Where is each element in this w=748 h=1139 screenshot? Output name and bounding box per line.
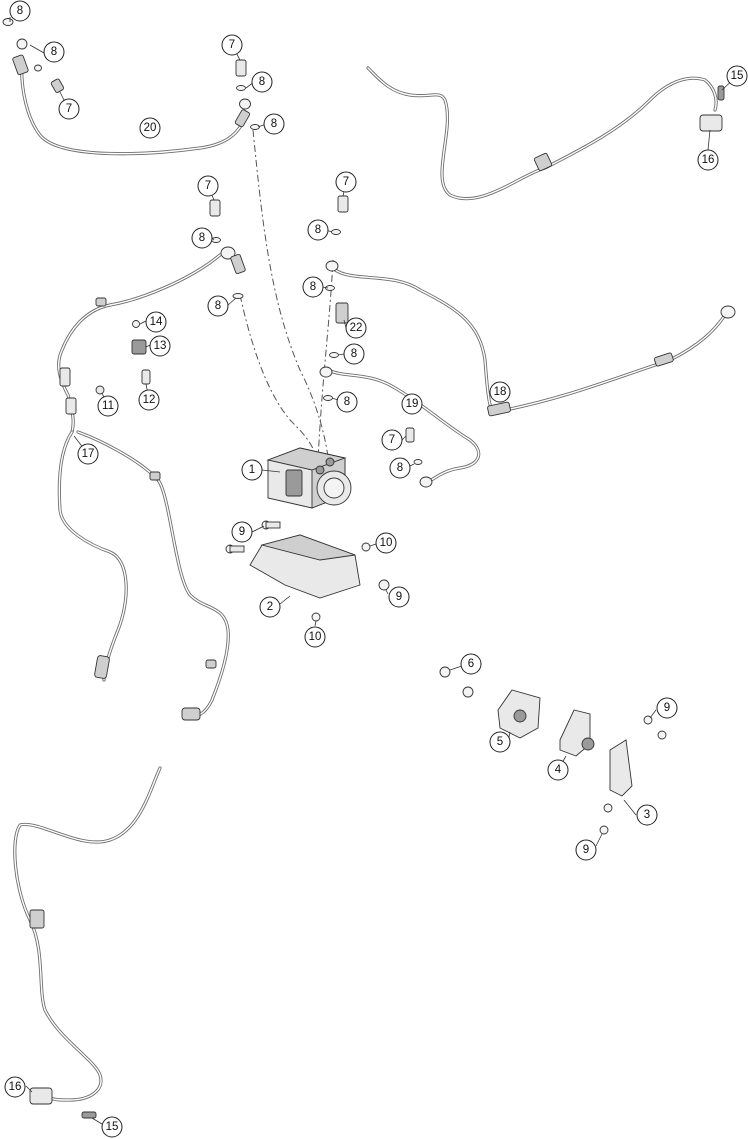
brake-line-18 (328, 263, 736, 417)
svg-text:12: 12 (143, 394, 156, 406)
callout-9: 9 (388, 586, 410, 608)
callouts: 8 8 7 20 7 8 8 15 16 7 8 8 7 8 8 14 13 1… (4, 0, 748, 1138)
svg-text:10: 10 (309, 631, 322, 643)
svg-text:16: 16 (702, 154, 715, 166)
callout-3: 3 (636, 804, 658, 826)
svg-text:9: 9 (239, 526, 245, 538)
fittings-center-stack (209, 195, 349, 401)
brake-line-20 (12, 54, 251, 156)
svg-text:9: 9 (396, 591, 402, 603)
wheel-speed-sensor-cable-front (366, 66, 725, 201)
callout-5: 5 (489, 731, 511, 753)
abs-unit (266, 447, 352, 509)
dash-routes (239, 129, 334, 471)
callout-9: 9 (231, 521, 253, 543)
callout-6: 6 (460, 653, 482, 675)
svg-text:14: 14 (150, 316, 163, 328)
svg-text:16: 16 (9, 1081, 22, 1093)
svg-text:8: 8 (351, 348, 357, 360)
callout-17: 17 (77, 443, 99, 465)
svg-text:5: 5 (497, 736, 503, 748)
svg-text:1: 1 (249, 464, 255, 476)
sensor-bracket-assembly (439, 666, 667, 835)
svg-text:8: 8 (397, 462, 403, 474)
svg-text:18: 18 (494, 386, 507, 398)
callout-8: 8 (343, 343, 365, 365)
svg-text:22: 22 (350, 322, 363, 334)
svg-text:9: 9 (664, 702, 670, 714)
svg-text:7: 7 (343, 176, 349, 188)
svg-text:3: 3 (644, 809, 650, 821)
svg-text:19: 19 (406, 398, 419, 410)
svg-text:7: 7 (389, 434, 395, 446)
callout-15: 15 (101, 1116, 123, 1138)
callout-10: 10 (375, 532, 397, 554)
wheel-speed-sensor-cable-rear (13, 766, 162, 1119)
callout-15: 15 (726, 65, 748, 87)
svg-text:7: 7 (205, 180, 211, 192)
callout-22: 22 (345, 317, 367, 339)
svg-text:8: 8 (199, 232, 205, 244)
svg-text:8: 8 (215, 300, 221, 312)
callout-8: 8 (207, 295, 229, 317)
banjo-top-center (235, 59, 260, 130)
callout-7: 7 (335, 171, 357, 193)
callout-10: 10 (304, 626, 326, 648)
svg-text:8: 8 (51, 46, 57, 58)
callout-11: 11 (97, 395, 119, 417)
abs-bracket (225, 520, 390, 622)
svg-text:13: 13 (154, 340, 167, 352)
callout-8: 8 (251, 71, 273, 93)
callout-16: 16 (4, 1076, 26, 1098)
callout-2: 2 (259, 596, 281, 618)
callout-8: 8 (43, 41, 65, 63)
svg-text:6: 6 (468, 658, 474, 670)
callout-1: 1 (241, 459, 263, 481)
svg-text:8: 8 (259, 76, 265, 88)
callout-7: 7 (58, 98, 80, 120)
callout-8: 8 (191, 227, 213, 249)
callout-20: 20 (139, 117, 161, 139)
svg-text:8: 8 (344, 396, 350, 408)
callout-7: 7 (197, 175, 219, 197)
svg-text:15: 15 (106, 1121, 119, 1133)
brake-line-19 (326, 368, 481, 488)
small-parts-11-14 (95, 320, 151, 395)
callout-9: 9 (575, 839, 597, 861)
callout-8: 8 (263, 113, 285, 135)
callout-8: 8 (9, 0, 31, 22)
callout-19: 19 (401, 393, 423, 415)
fittings-top-left (2, 18, 65, 93)
callout-8: 8 (307, 219, 329, 241)
callout-9: 9 (656, 697, 678, 719)
svg-text:7: 7 (66, 103, 72, 115)
svg-text:8: 8 (271, 118, 277, 130)
svg-text:7: 7 (229, 39, 235, 51)
svg-text:11: 11 (102, 400, 114, 412)
callout-7: 7 (221, 34, 243, 56)
svg-text:10: 10 (380, 537, 393, 549)
svg-text:17: 17 (82, 448, 95, 460)
svg-text:2: 2 (267, 601, 273, 613)
callout-7: 7 (381, 429, 403, 451)
svg-text:4: 4 (555, 764, 562, 776)
svg-text:20: 20 (144, 122, 157, 134)
callout-8: 8 (389, 457, 411, 479)
svg-text:8: 8 (17, 5, 23, 17)
svg-text:15: 15 (731, 70, 744, 82)
callout-18: 18 (489, 381, 511, 403)
callout-13: 13 (149, 335, 171, 357)
svg-text:9: 9 (583, 844, 589, 856)
leader-lines (9, 17, 738, 1125)
brake-line-17 (57, 253, 230, 721)
callout-4: 4 (547, 759, 569, 781)
callout-14: 14 (145, 311, 167, 333)
callout-8: 8 (302, 276, 324, 298)
svg-text:8: 8 (315, 224, 321, 236)
callout-16: 16 (697, 149, 719, 171)
callout-12: 12 (138, 389, 160, 411)
callout-8: 8 (336, 391, 358, 413)
svg-text:8: 8 (310, 281, 316, 293)
